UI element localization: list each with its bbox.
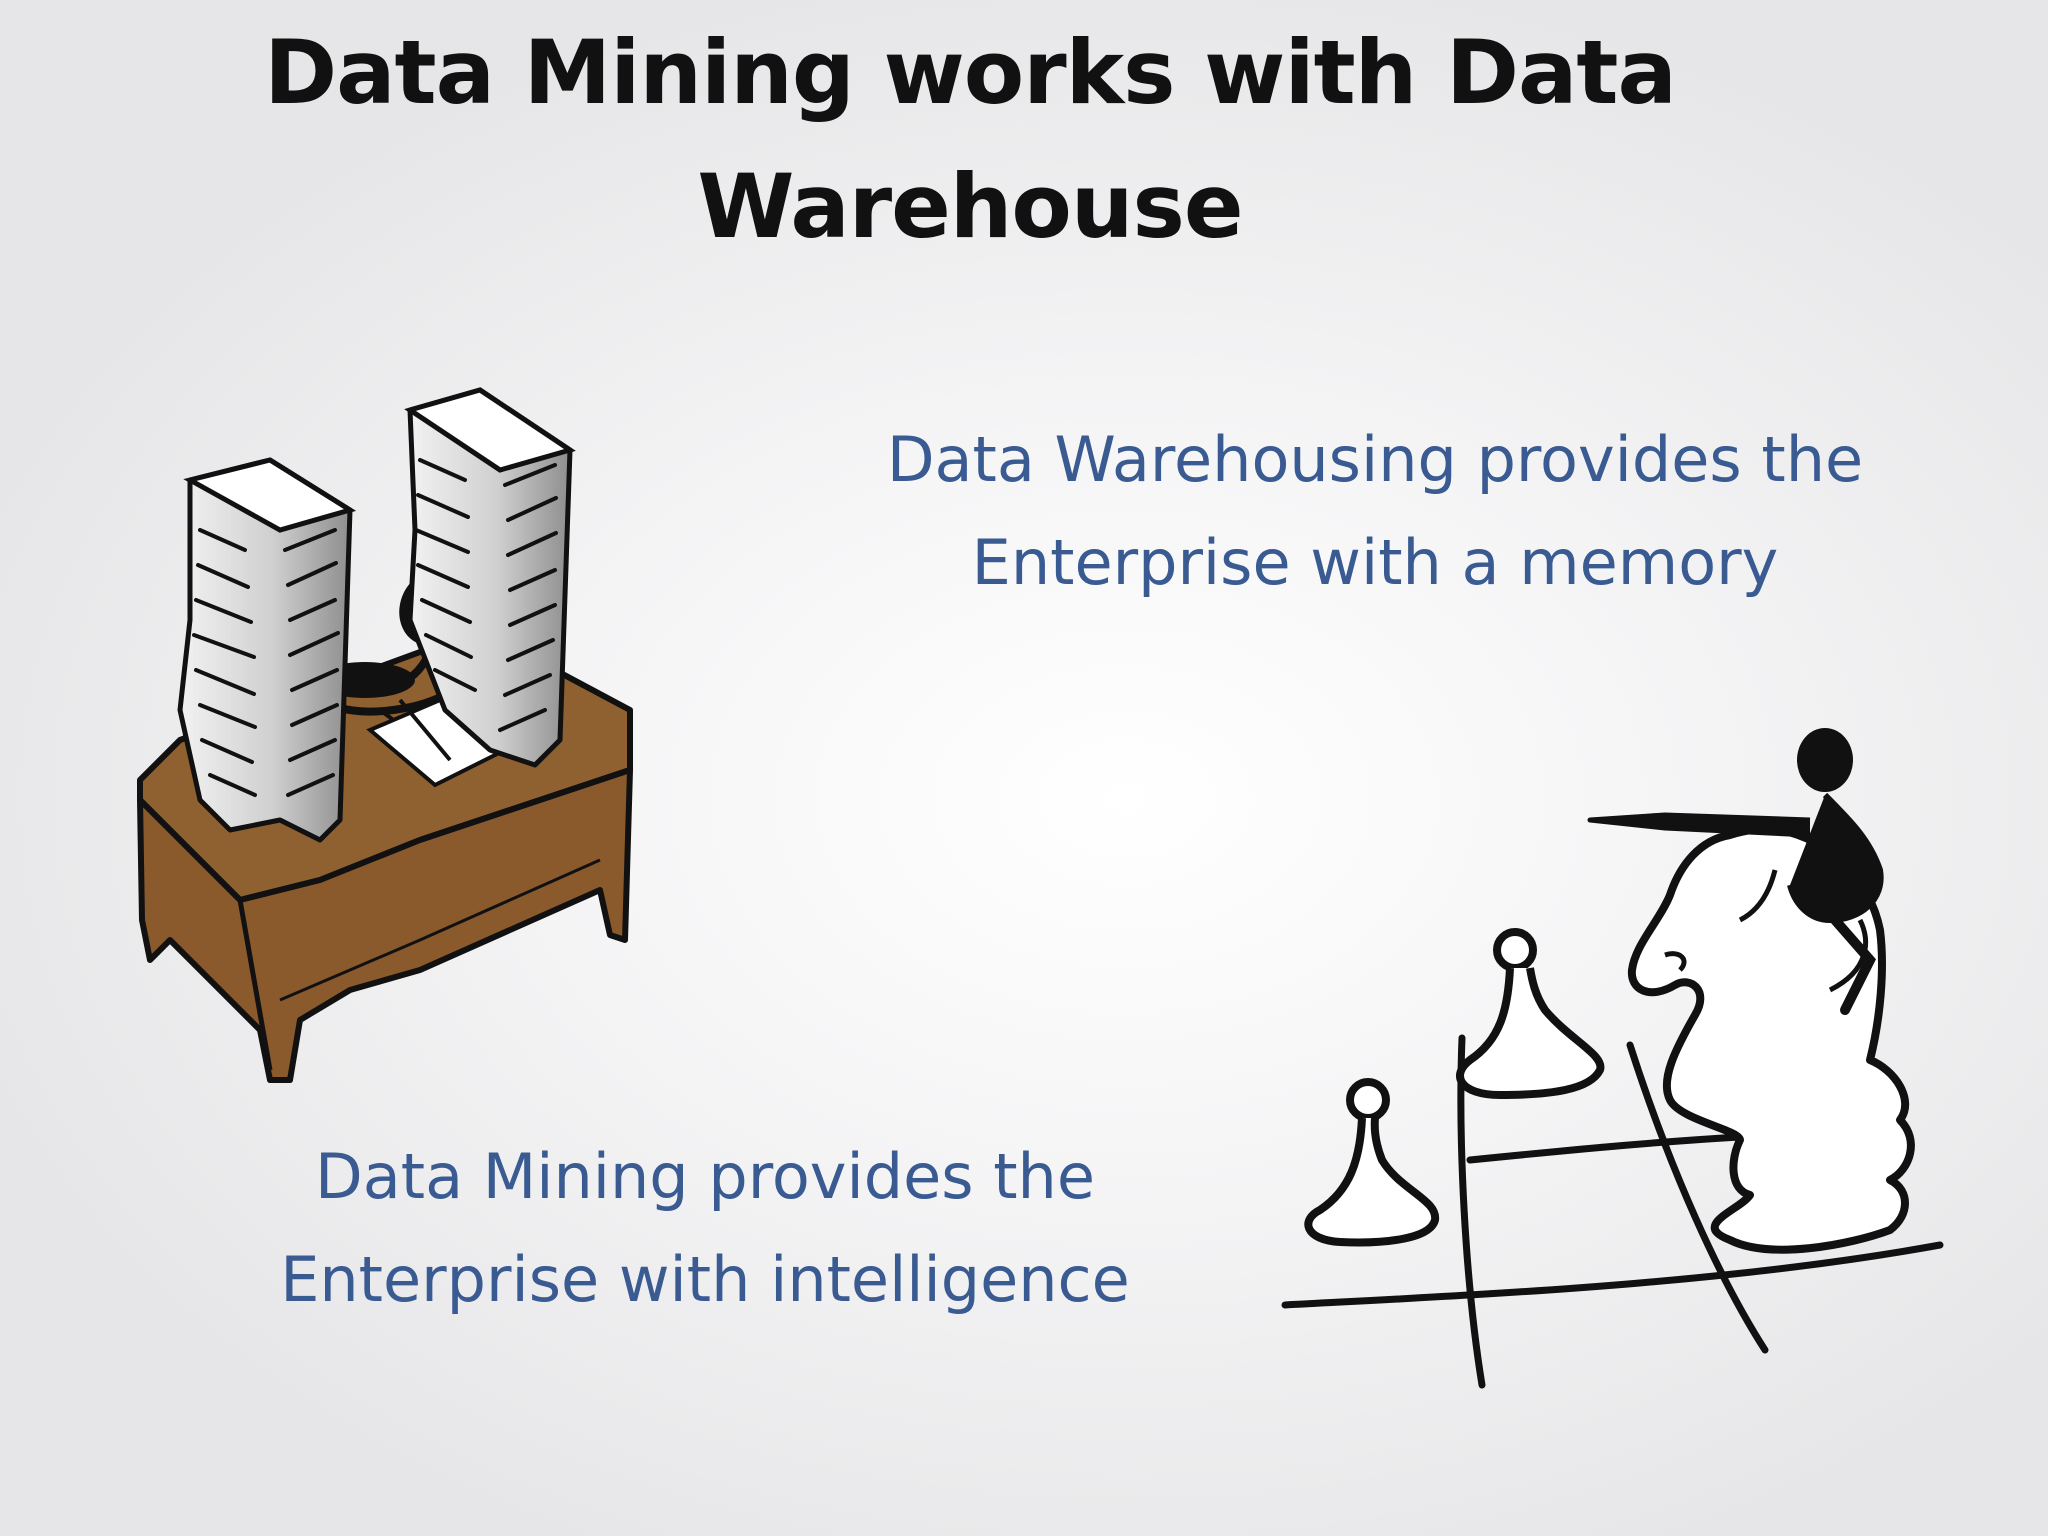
slide-title-line-1: Data Mining works with Data <box>264 21 1677 124</box>
pointing-figure <box>1587 728 1884 1015</box>
chess-knight-and-pawns-with-pointing-figure-icon <box>1281 728 1944 1389</box>
slide-title-line-2: Warehouse <box>697 155 1243 258</box>
mining-text: Data Mining provides the Enterprise with… <box>200 1125 1210 1331</box>
pawn-left <box>1304 1078 1440 1247</box>
slide-title: Data Mining works with Data Warehouse <box>140 6 1800 274</box>
person-at-desk-with-paper-stacks-icon <box>137 387 633 1083</box>
paper-stack-right <box>404 387 576 768</box>
pawn-right <box>1456 928 1605 1099</box>
paper-stack-left <box>177 457 357 843</box>
warehousing-text: Data Warehousing provides the Enterprise… <box>820 408 1930 614</box>
mining-text-line-2: Enterprise with intelligence <box>280 1243 1130 1316</box>
warehousing-text-line-2: Enterprise with a memory <box>971 526 1779 599</box>
mining-text-line-1: Data Mining provides the <box>315 1140 1095 1213</box>
warehousing-text-line-1: Data Warehousing provides the <box>886 423 1864 496</box>
